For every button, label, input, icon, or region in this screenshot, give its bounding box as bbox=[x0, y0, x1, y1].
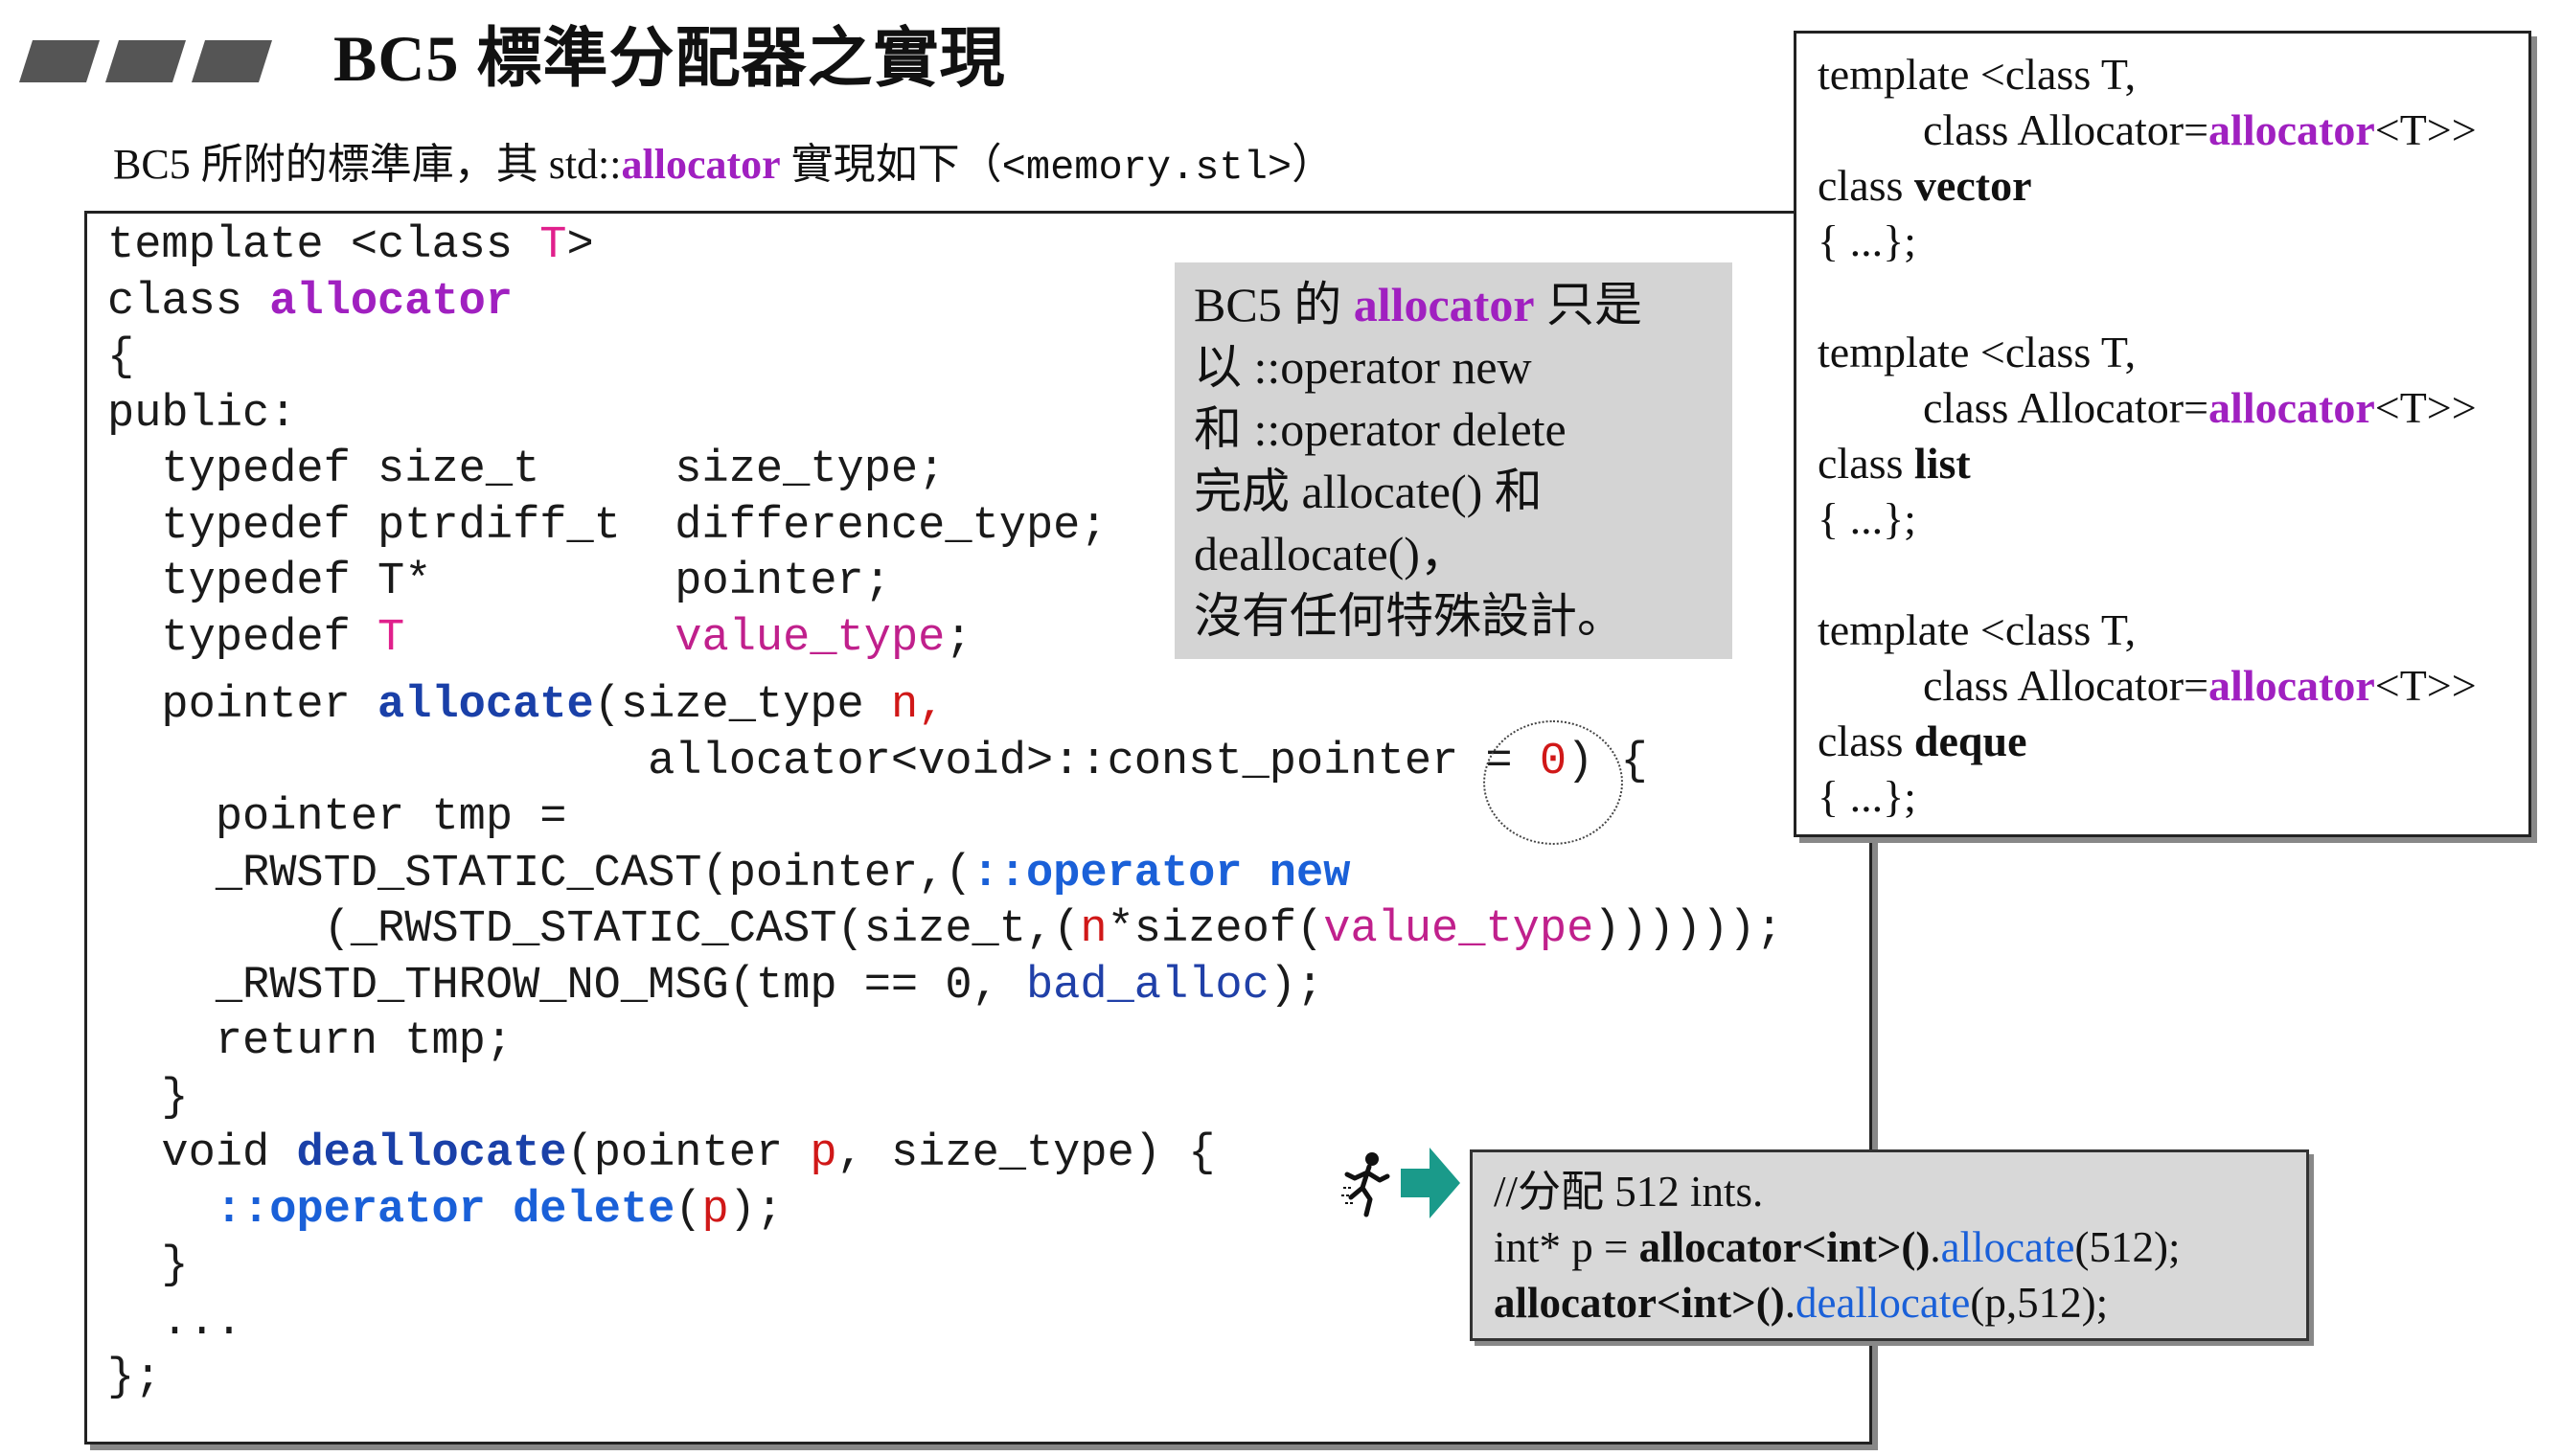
container-templates-panel: template <class T, class Allocator=alloc… bbox=[1794, 31, 2531, 837]
code-line-8: typedef T value_type; bbox=[107, 612, 972, 664]
code-line-14: _RWSTD_THROW_NO_MSG(tmp == 0, bad_alloc)… bbox=[107, 960, 1324, 1012]
code-line-13: (_RWSTD_STATIC_CAST(size_t,(n*sizeof(val… bbox=[107, 904, 1783, 955]
example-deallocate-line: allocator<int>().deallocate(p,512); bbox=[1494, 1279, 2109, 1327]
template-decl-line: template <class T, bbox=[1818, 50, 2137, 99]
code-line-1: template <class T> bbox=[107, 220, 594, 271]
template-block-list: template <class T, class Allocator=alloc… bbox=[1818, 325, 2507, 547]
example-comment: //分配 512 ints. bbox=[1494, 1168, 1764, 1216]
template-block-vector: template <class T, class Allocator=alloc… bbox=[1818, 47, 2507, 269]
page-title: BC5 標準分配器之實現 bbox=[333, 22, 1006, 95]
title-decoration-bars bbox=[19, 40, 272, 82]
note-line-6: 沒有任何特殊設計。 bbox=[1194, 589, 1625, 643]
code-line-3: { bbox=[107, 332, 135, 383]
code-line-20: ... bbox=[107, 1296, 243, 1348]
template-block-deque: template <class T, class Allocator=alloc… bbox=[1818, 603, 2507, 825]
code-line-15: return tmp; bbox=[107, 1016, 514, 1067]
note-line-4: 完成 allocate() 和 bbox=[1194, 465, 1543, 518]
subtitle-prefix: BC5 所附的標準庫，其 std:: bbox=[113, 141, 622, 188]
code-line-18: ::operator delete(p); bbox=[215, 1184, 784, 1236]
class-name-line: class list bbox=[1818, 439, 1971, 488]
subtitle-file: <memory.stl> bbox=[1001, 145, 1292, 191]
subtitle-keyword: allocator bbox=[621, 141, 781, 188]
right-arrow-icon bbox=[1401, 1148, 1460, 1218]
code-listing: template <class T> class allocator { pub… bbox=[107, 218, 1783, 1407]
class-name-line: class vector bbox=[1818, 161, 2032, 210]
template-param-line: class Allocator=allocator<T>> bbox=[1923, 661, 2477, 710]
template-param-line: class Allocator=allocator<T>> bbox=[1923, 105, 2477, 154]
code-line-2: class allocator bbox=[107, 276, 514, 328]
class-name-line: class deque bbox=[1818, 717, 2027, 765]
note-line-1: BC5 的 allocator 只是 bbox=[1194, 278, 1643, 331]
class-body-line: { ...}; bbox=[1818, 772, 1916, 821]
usage-example-box: //分配 512 ints. int* p = allocator<int>()… bbox=[1470, 1149, 2309, 1341]
code-line-16: } bbox=[107, 1072, 189, 1124]
code-line-9: pointer allocate(size_type n, bbox=[107, 680, 946, 731]
template-decl-line: template <class T, bbox=[1818, 328, 2137, 376]
running-figure-icon bbox=[1341, 1152, 1390, 1217]
template-decl-line: template <class T, bbox=[1818, 605, 2137, 654]
note-line-5: deallocate()， bbox=[1194, 527, 1468, 580]
note-line-3: 和 ::operator delete bbox=[1194, 402, 1567, 456]
note-callout: BC5 的 allocator 只是 以 ::operator new 和 ::… bbox=[1175, 262, 1732, 659]
code-line-4: public: bbox=[107, 388, 297, 440]
class-body-line: { ...}; bbox=[1818, 494, 1916, 543]
code-line-17: void deallocate(pointer p, size_type) { bbox=[107, 1128, 1216, 1179]
code-line-7: typedef T* pointer; bbox=[107, 557, 891, 607]
code-line-19: } bbox=[107, 1240, 189, 1291]
code-line-21: }; bbox=[107, 1353, 162, 1403]
template-param-line: class Allocator=allocator<T>> bbox=[1923, 383, 2477, 432]
note-line-2: 以 ::operator new bbox=[1194, 340, 1532, 394]
subtitle-middle: 實現如下（ bbox=[780, 141, 1002, 188]
code-line-11: pointer tmp = bbox=[107, 792, 567, 843]
subtitle: BC5 所附的標準庫，其 std::allocator 實現如下（<memory… bbox=[113, 140, 1334, 192]
example-allocate-line: int* p = allocator<int>().allocate(512); bbox=[1494, 1223, 2181, 1271]
code-line-12: _RWSTD_STATIC_CAST(pointer,(::operator n… bbox=[107, 848, 1351, 899]
code-line-5: typedef size_t size_type; bbox=[107, 444, 946, 495]
default-arg-highlight-circle bbox=[1483, 720, 1623, 845]
subtitle-suffix: ） bbox=[1292, 141, 1335, 188]
code-line-10: allocator<void>::const_pointer = 0) { bbox=[107, 736, 1648, 787]
class-body-line: { ...}; bbox=[1818, 216, 1916, 265]
code-line-6: typedef ptrdiff_t difference_type; bbox=[107, 500, 1108, 552]
